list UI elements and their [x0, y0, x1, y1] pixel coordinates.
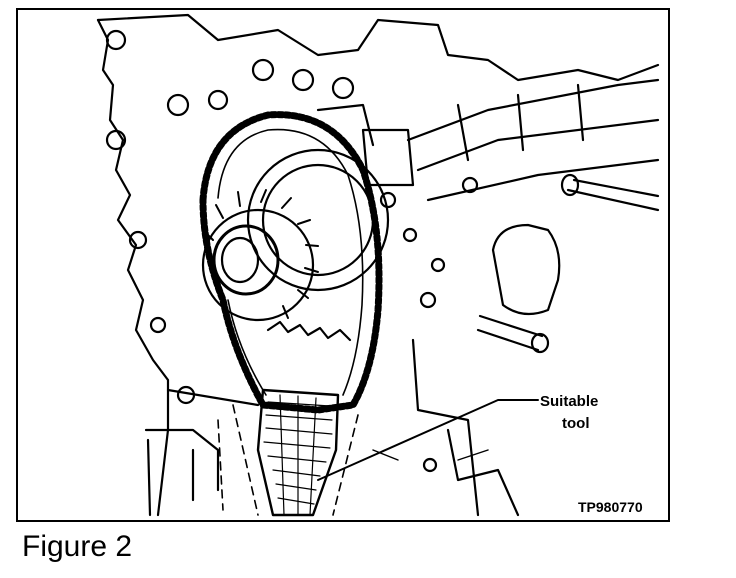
figure-code: TP980770 [578, 499, 643, 515]
cylinder-head [406, 78, 660, 202]
callout-label-tool: tool [562, 415, 590, 432]
bolt-hole [331, 76, 355, 100]
camshaft-sprocket [246, 148, 390, 292]
bolt-hole [105, 29, 127, 51]
callout-leader [317, 399, 539, 481]
bolt-hole [251, 58, 275, 82]
callout-label-suitable: Suitable [540, 393, 599, 410]
bolt-hole [166, 93, 190, 117]
bolt-hole [207, 89, 229, 111]
dowel-pin-lower [476, 314, 544, 352]
suitable-tool [256, 388, 340, 517]
crankshaft-sprocket [201, 189, 319, 322]
figure-frame: Suitable tool TP980770 [16, 8, 670, 522]
engine-timing-chain-illustration [96, 13, 660, 517]
dowel-pin [566, 178, 660, 212]
timing-chain [199, 111, 383, 414]
bolt-hole [149, 316, 167, 334]
figure-caption: Figure 2 [22, 530, 133, 563]
engine-block-top [96, 13, 660, 82]
bolt-hole [105, 129, 127, 151]
engine-block-outline [96, 18, 170, 517]
bolt-hole [128, 230, 148, 250]
bolt-hole [291, 68, 315, 92]
